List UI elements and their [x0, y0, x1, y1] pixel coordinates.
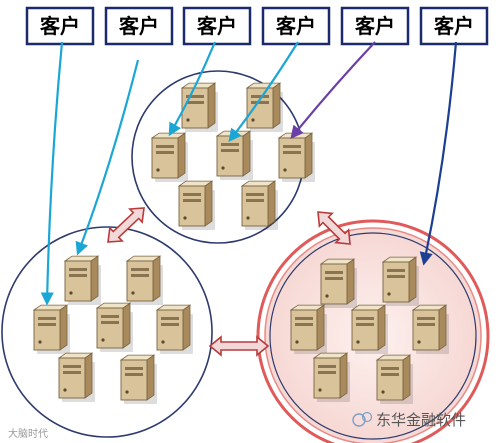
client-arrow-3	[168, 41, 217, 137]
clients-layer: 客户 客户 客户 客户 客户 客户	[25, 6, 489, 46]
server-icon-left-1	[63, 255, 101, 305]
watermark-corner: 大脑时代	[8, 427, 48, 440]
server-icon-right-6	[312, 352, 350, 402]
client-label: 客户	[39, 14, 80, 38]
client-arrows	[40, 41, 458, 306]
client-box-1: 客户	[25, 6, 95, 46]
server-icon-top-5	[277, 132, 315, 182]
client-arrow-1	[40, 41, 64, 306]
watermark: 东华金融软件 大脑时代	[8, 411, 466, 440]
server-icon-left-4	[95, 302, 133, 352]
client-box-6: 客户	[419, 6, 489, 46]
link-arrow-left-top	[107, 207, 145, 243]
link-arrow-left-right	[208, 335, 270, 357]
client-box-2: 客户	[104, 6, 174, 46]
server-icon-right-3	[289, 304, 327, 354]
client-arrow-6	[419, 41, 458, 266]
server-icon-left-7	[119, 354, 157, 404]
server-icon-top-1	[180, 82, 218, 132]
link-arrow-top-right	[317, 211, 351, 245]
server-icon-top-4	[215, 130, 253, 180]
server-icon-top-6	[177, 180, 215, 230]
server-icon-right-5	[411, 304, 449, 354]
servers-layer	[32, 82, 449, 404]
client-label: 客户	[433, 14, 474, 38]
client-label: 客户	[275, 14, 316, 38]
client-label: 客户	[118, 14, 159, 38]
server-icon-left-6	[57, 352, 95, 402]
client-box-5: 客户	[340, 6, 410, 46]
server-icon-right-2	[381, 256, 419, 306]
server-icon-top-7	[240, 180, 278, 230]
client-label: 客户	[354, 14, 395, 38]
client-label: 客户	[196, 14, 237, 38]
client-box-4: 客户	[261, 6, 331, 46]
client-box-3: 客户	[182, 6, 252, 46]
client-arrow-2	[75, 59, 140, 256]
watermark-main: 东华金融软件	[376, 411, 466, 429]
server-icon-right-7	[375, 354, 413, 404]
server-icon-right-1	[319, 258, 357, 308]
server-icon-right-4	[350, 304, 388, 354]
client-arrow-5	[290, 41, 376, 140]
cluster-links	[107, 207, 351, 357]
server-icon-left-2	[125, 255, 163, 305]
client-arrow-4	[228, 41, 299, 143]
server-icon-top-3	[150, 132, 188, 182]
server-icon-left-5	[155, 304, 193, 354]
watermark-logo-icon	[352, 411, 373, 427]
server-icon-left-3	[32, 304, 70, 354]
